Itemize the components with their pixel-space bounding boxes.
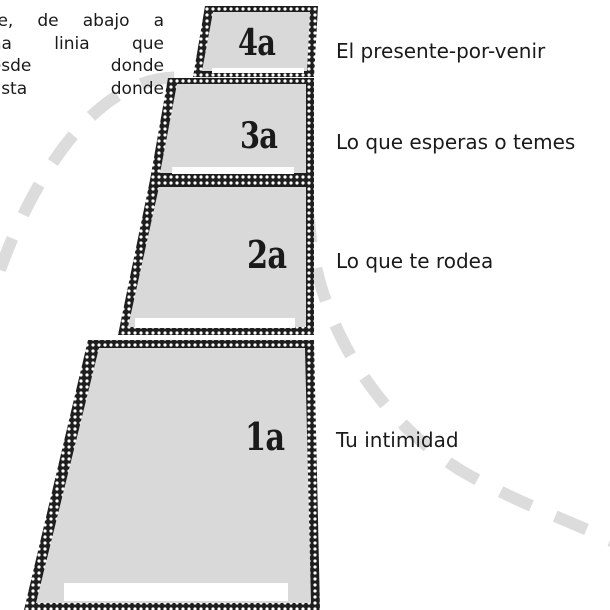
card-label-3a: Lo que esperas o temes: [336, 130, 576, 154]
card-number-2a: 2a: [247, 232, 287, 277]
card-3a: [150, 78, 314, 180]
card-label-1a: Tu intimidad: [336, 428, 459, 452]
card-number-1a: 1a: [245, 414, 285, 459]
intro-line: una linia que: [0, 33, 164, 54]
card-4a: [193, 6, 318, 77]
intro-line: hasta donde: [0, 78, 164, 99]
intro-line: nte, de abajo a: [0, 11, 164, 31]
card-number-4a: 4a: [238, 22, 276, 64]
card-label-2a: Lo que te rodea: [336, 249, 494, 273]
intro-line: desde donde: [0, 56, 164, 76]
card-2a: [118, 180, 314, 335]
card-number-3a: 3a: [240, 115, 278, 157]
intro-paragraph: nte, de abajo a una linia que desde dond…: [0, 10, 164, 100]
card-1a: [24, 340, 320, 610]
card-label-4a: El presente-por-venir: [336, 39, 546, 63]
